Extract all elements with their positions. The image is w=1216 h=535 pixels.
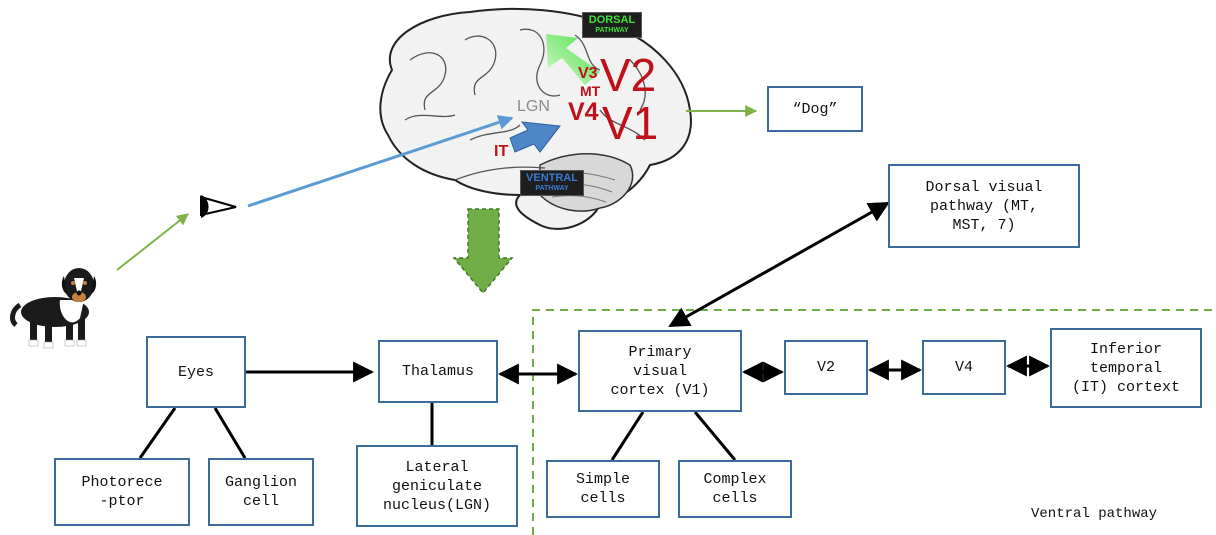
dog-to-eye-arrow (116, 213, 189, 271)
brain-label-lgn: LGN (517, 98, 550, 115)
v4-box: V4 (922, 340, 1006, 395)
complex-cells-box: Complex cells (678, 460, 792, 518)
dorsal-visual-pathway-box: Dorsal visual pathway (MT, MST, 7) (888, 164, 1080, 248)
lateral-geniculate-nucleus-box: Lateral geniculate nucleus(LGN) (356, 445, 518, 527)
dog-output-label: “Dog” (767, 86, 863, 132)
dorsal-badge: DORSAL PATHWAY (582, 12, 642, 38)
dorsal-badge-title: DORSAL (588, 14, 636, 26)
eye-icon (200, 195, 237, 218)
dog-icon (10, 268, 97, 349)
primary-visual-cortex-box: Primary visual cortex (V1) (578, 330, 742, 412)
brain-label-mt: MT (580, 83, 601, 99)
dorsal-badge-sub: PATHWAY (595, 27, 629, 34)
eyes-ganglion-line (213, 407, 247, 459)
eye-to-lgn-arrow (247, 115, 514, 208)
ventral-badge-sub: PATHWAY (535, 185, 569, 192)
inferior-temporal-cortex-box: Inferior temporal (IT) cortext (1050, 328, 1202, 408)
thalamus-box: Thalamus (378, 340, 498, 403)
photoreceptor-box: Photorece -ptor (54, 458, 190, 526)
v1-dorsal-arrow (668, 201, 890, 328)
ventral-arrow-icon (509, 121, 561, 153)
eyes-box: Eyes (146, 336, 246, 408)
ventral-pathway-label: Ventral pathway (1031, 506, 1158, 522)
brain-label-it: IT (494, 143, 509, 160)
v1-complex-line (693, 411, 737, 461)
brain-label-v1: V1 (602, 97, 659, 149)
dorsal-arrow-icon (546, 34, 600, 85)
ventral-badge: VENTRAL PATHWAY (520, 170, 584, 196)
brain-label-v3: V3 (578, 65, 598, 82)
big-down-arrow-icon (452, 208, 514, 295)
eyes-photoreceptor-line (138, 407, 177, 459)
brain-label-v2: V2 (600, 49, 657, 101)
simple-cells-box: Simple cells (546, 460, 660, 518)
ventral-region-border (532, 309, 1216, 535)
ventral-badge-title: VENTRAL (526, 172, 578, 184)
brain-icon (379, 7, 692, 230)
ganglion-cell-box: Ganglion cell (208, 458, 314, 526)
v2-box: V2 (784, 340, 868, 395)
brain-label-v4: V4 (568, 98, 599, 126)
v1-simple-line (610, 411, 645, 461)
